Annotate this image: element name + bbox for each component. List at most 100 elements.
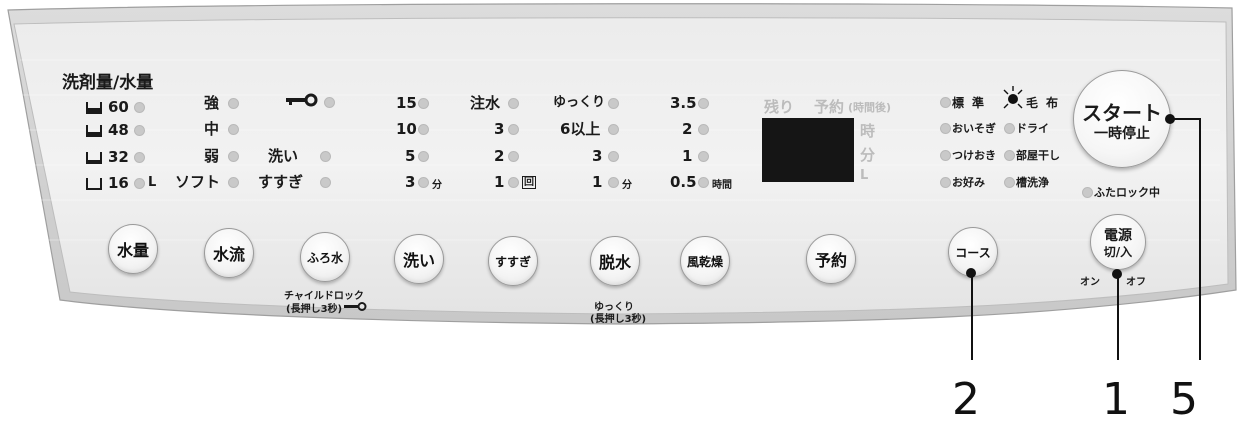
display-unit-min: 分 (860, 146, 876, 164)
callout-1: 1 (1102, 374, 1130, 425)
water-level-indicator (134, 102, 145, 113)
course-blanket: 毛布 (1026, 96, 1067, 110)
dry-indicator (698, 151, 709, 162)
callout-5: 5 (1170, 374, 1198, 425)
callout-line-1 (1117, 274, 1119, 360)
pause-label: 一時停止 (1094, 126, 1150, 142)
course-indicator (940, 97, 951, 108)
wash-time-indicator (418, 151, 429, 162)
dry-1: 1 (682, 147, 693, 165)
dry-0-5: 0.5 (670, 173, 697, 191)
lid-lock-label: ふたロック中 (1094, 186, 1160, 199)
wash-time-3: 3 (405, 173, 416, 191)
display-unit-hour: 時 (860, 122, 876, 140)
course-indicator (1004, 123, 1015, 134)
option-rinse: すすぎ (258, 173, 304, 191)
flow-medium: 中 (204, 120, 220, 138)
flow-indicator (228, 177, 239, 188)
course-tub-clean: 槽洗浄 (1016, 176, 1049, 189)
callout-line-2 (971, 272, 973, 360)
water-amount-header: 洗剤量/水量 (62, 73, 154, 93)
wash-time-5: 5 (405, 147, 416, 165)
spin-slow: ゆっくり (553, 95, 606, 110)
course-indicator (940, 123, 951, 134)
rinse-unit: 回 (522, 176, 536, 189)
power-off-label: オフ (1126, 277, 1146, 288)
water-amount-button[interactable]: 水量 (108, 224, 158, 274)
bath-water-button[interactable]: ふろ水 (300, 232, 350, 282)
option-indicator (320, 151, 331, 162)
rinse-indicator (508, 177, 519, 188)
wash-time-15: 15 (396, 94, 417, 112)
spin-unit: 分 (622, 180, 632, 191)
wash-time-indicator (418, 98, 429, 109)
course-quick: おいそぎ (952, 122, 996, 135)
display-remaining-label: 残り (764, 98, 795, 116)
spin-6plus: 6以上 (560, 120, 601, 138)
flow-strong: 強 (204, 94, 220, 112)
flow-weak: 弱 (204, 147, 220, 165)
spin-indicator (608, 124, 619, 135)
callout-dot-5 (1165, 114, 1175, 124)
wash-time-10: 10 (396, 120, 417, 138)
flow-soft: ソフト (175, 173, 221, 191)
spin-indicator (608, 177, 619, 188)
selected-course-indicator-icon (1003, 86, 1023, 109)
spin-button[interactable]: 脱水 (590, 236, 640, 286)
bath-water-button-label: ふろ水 (306, 250, 343, 265)
lid-lock-indicator (1082, 187, 1093, 198)
course-soak: つけおき (952, 149, 996, 162)
child-lock-note: チャイルドロック (284, 291, 364, 302)
spin-1: 1 (592, 173, 603, 191)
display-reserve-label: 予約 (814, 98, 845, 116)
wash-button[interactable]: 洗い (394, 234, 444, 284)
course-indoor-dry: 部屋干し (1016, 149, 1060, 162)
rinse-button[interactable]: すすぎ (488, 236, 538, 286)
start-pause-button[interactable]: スタート 一時停止 (1073, 70, 1171, 168)
slow-spin-note: ゆっくり (594, 302, 634, 313)
callout-line-5-vertical (1199, 118, 1201, 360)
course-dry: ドライ (1016, 122, 1049, 135)
rinse-2: 2 (494, 147, 505, 165)
water-flow-button[interactable]: 水流 (204, 228, 254, 278)
rinse-fill: 注水 (470, 94, 501, 112)
water-level-60: 60 (108, 98, 129, 116)
power-button[interactable]: 電源 切/入 (1090, 214, 1146, 270)
course-indicator (1004, 150, 1015, 161)
power-toggle-label: 切/入 (1103, 245, 1133, 259)
water-level-icon (86, 125, 102, 137)
air-dry-button[interactable]: 風乾燥 (680, 236, 730, 286)
option-indicator (320, 177, 331, 188)
water-level-icon (86, 178, 102, 190)
rinse-indicator (508, 151, 519, 162)
wash-time-indicator (418, 124, 429, 135)
reserve-button[interactable]: 予約 (806, 234, 856, 284)
water-level-icon (86, 152, 102, 164)
child-lock-press-note: (長押し3秒) (286, 304, 343, 315)
spin-3: 3 (592, 147, 603, 165)
rinse-indicator (508, 124, 519, 135)
slow-spin-press-note: (長押し3秒) (590, 314, 647, 325)
power-label: 電源 (1104, 228, 1132, 244)
wash-time-unit: 分 (432, 180, 442, 191)
power-on-label: オン (1080, 277, 1100, 288)
water-level-icon (86, 102, 102, 114)
option-wash: 洗い (268, 147, 299, 165)
rinse-button-label: すすぎ (494, 254, 531, 269)
spin-indicator (608, 98, 619, 109)
water-level-indicator (134, 152, 145, 163)
display-unit-l: L (860, 168, 869, 183)
rinse-3: 3 (494, 120, 505, 138)
rinse-1: 1 (494, 173, 505, 191)
course-standard: 標準 (952, 96, 993, 110)
wash-time-indicator (418, 177, 429, 188)
dry-2: 2 (682, 120, 693, 138)
flow-indicator (228, 98, 239, 109)
dry-indicator (698, 177, 709, 188)
water-level-32: 32 (108, 148, 129, 166)
dry-3-5: 3.5 (670, 94, 697, 112)
air-dry-button-label: 風乾燥 (686, 254, 723, 269)
water-level-indicator (134, 125, 145, 136)
callout-2: 2 (952, 374, 980, 425)
